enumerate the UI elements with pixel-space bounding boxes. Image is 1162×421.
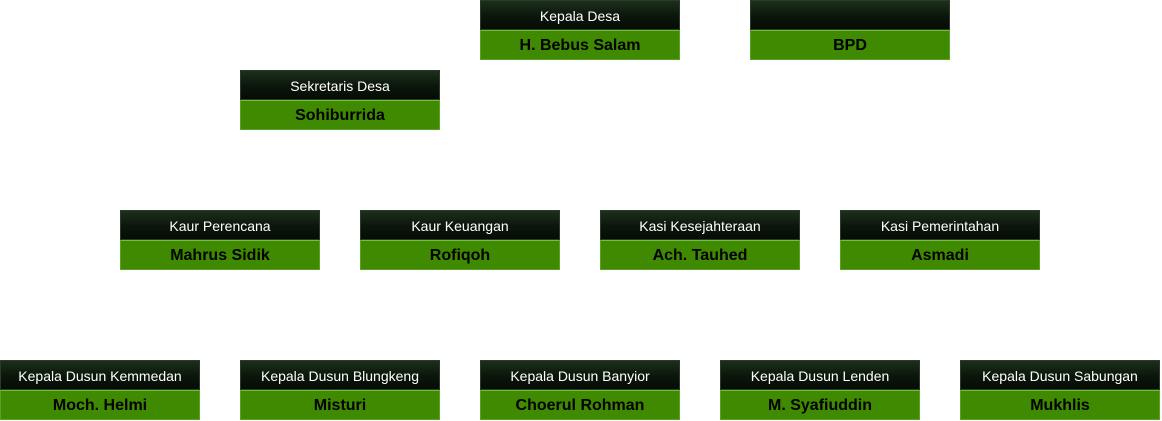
node-title: Kasi Pemerintahan — [840, 210, 1040, 240]
node-kasi-kesejahteraan[interactable]: Kasi Kesejahteraan Ach. Tauhed — [600, 210, 800, 270]
node-name: Moch. Helmi — [0, 390, 200, 420]
node-sekretaris-desa[interactable]: Sekretaris Desa Sohiburrida — [240, 70, 440, 130]
node-title — [750, 0, 950, 30]
node-dusun-lenden[interactable]: Kepala Dusun Lenden M. Syafiuddin — [720, 360, 920, 420]
node-dusun-kemmedan[interactable]: Kepala Dusun Kemmedan Moch. Helmi — [0, 360, 200, 420]
node-name: Mahrus Sidik — [120, 240, 320, 270]
node-title: Kaur Perencana — [120, 210, 320, 240]
node-title: Kepala Desa — [480, 0, 680, 30]
node-kasi-pemerintahan[interactable]: Kasi Pemerintahan Asmadi — [840, 210, 1040, 270]
node-bpd[interactable]: BPD — [750, 0, 950, 60]
node-kaur-keuangan[interactable]: Kaur Keuangan Rofiqoh — [360, 210, 560, 270]
node-name: Sohiburrida — [240, 100, 440, 130]
node-title: Sekretaris Desa — [240, 70, 440, 100]
node-title: Kaur Keuangan — [360, 210, 560, 240]
node-title: Kepala Dusun Kemmedan — [0, 360, 200, 390]
node-name: H. Bebus Salam — [480, 30, 680, 60]
node-title: Kepala Dusun Lenden — [720, 360, 920, 390]
node-name: Asmadi — [840, 240, 1040, 270]
node-kepala-desa[interactable]: Kepala Desa H. Bebus Salam — [480, 0, 680, 60]
node-name: Rofiqoh — [360, 240, 560, 270]
node-kaur-perencana[interactable]: Kaur Perencana Mahrus Sidik — [120, 210, 320, 270]
node-title: Kepala Dusun Banyior — [480, 360, 680, 390]
node-dusun-banyior[interactable]: Kepala Dusun Banyior Choerul Rohman — [480, 360, 680, 420]
node-name: Misturi — [240, 390, 440, 420]
node-name: BPD — [750, 30, 950, 60]
node-name: M. Syafiuddin — [720, 390, 920, 420]
node-name: Choerul Rohman — [480, 390, 680, 420]
node-name: Ach. Tauhed — [600, 240, 800, 270]
node-title: Kasi Kesejahteraan — [600, 210, 800, 240]
node-name: Mukhlis — [960, 390, 1160, 420]
node-title: Kepala Dusun Sabungan — [960, 360, 1160, 390]
node-title: Kepala Dusun Blungkeng — [240, 360, 440, 390]
node-dusun-sabungan[interactable]: Kepala Dusun Sabungan Mukhlis — [960, 360, 1160, 420]
node-dusun-blungkeng[interactable]: Kepala Dusun Blungkeng Misturi — [240, 360, 440, 420]
